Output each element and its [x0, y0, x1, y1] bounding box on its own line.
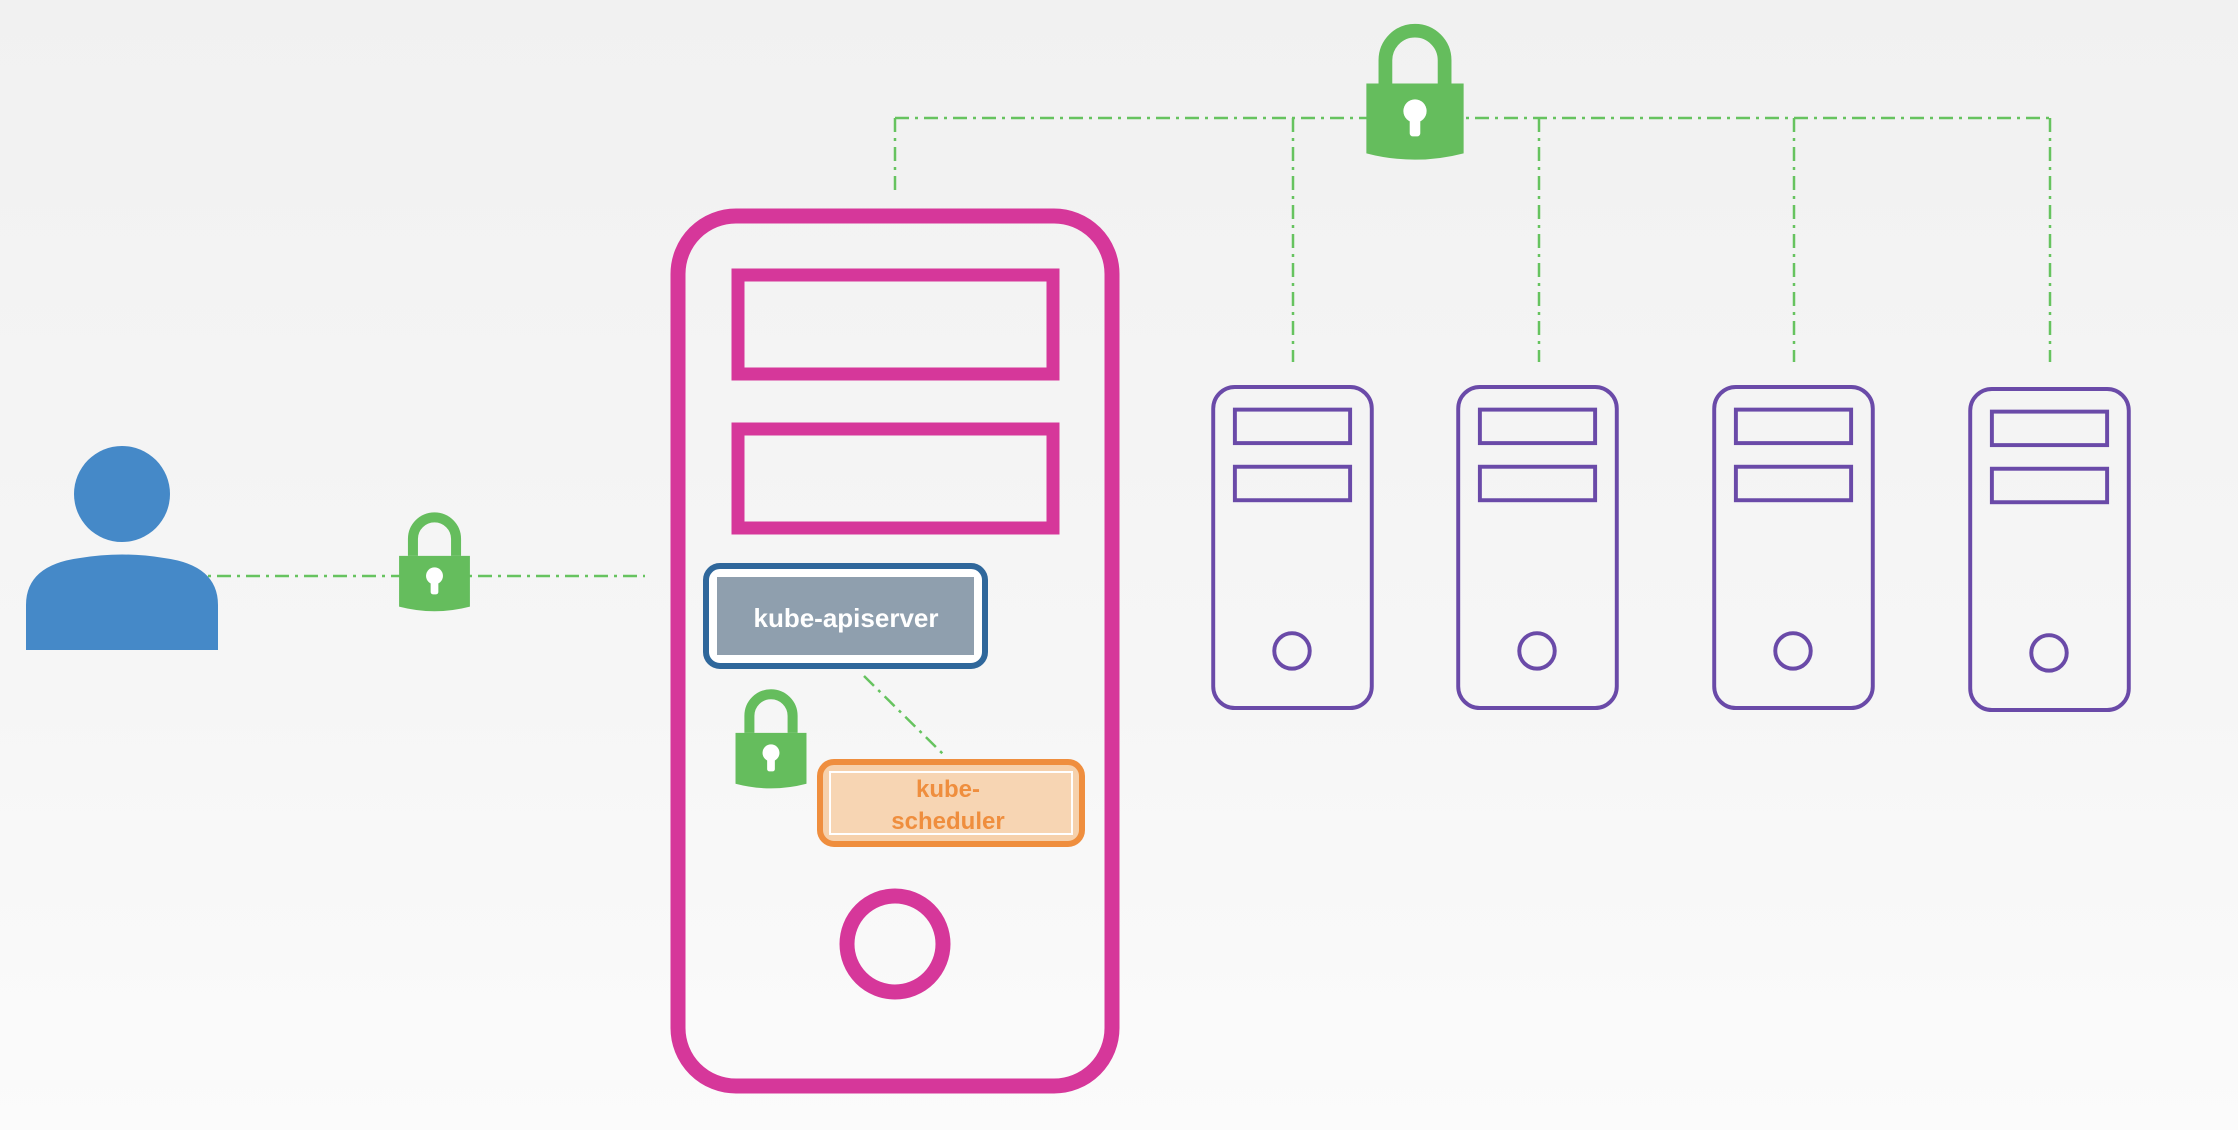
- master-power-button: [839, 888, 951, 1000]
- padlock-icon: [1366, 31, 1463, 160]
- master-drive-bay-2: [731, 422, 1060, 535]
- master-node-server-icon: [670, 208, 1120, 1094]
- kube-apiserver-box: kube-apiserver: [703, 563, 988, 669]
- kube-scheduler-label-line2: scheduler: [891, 808, 1004, 835]
- worker-node-4-server-icon: [1968, 386, 2131, 713]
- kube-scheduler-label-line1: kube-: [916, 776, 980, 803]
- connectors: [188, 116, 2052, 757]
- worker-node-1-server-icon: [1211, 384, 1374, 711]
- worker-node-3-server-icon: [1712, 384, 1875, 711]
- kube-apiserver-label: kube-apiserver: [754, 603, 939, 633]
- master-drive-bay-1: [731, 268, 1060, 381]
- kube-scheduler-box: kube- scheduler: [817, 759, 1085, 847]
- worker-node-2-server-icon: [1456, 384, 1619, 711]
- padlock-icon: [736, 694, 807, 788]
- master-node-frame: [670, 208, 1120, 1094]
- padlock-icon: [399, 517, 470, 611]
- apiserver-to-scheduler-line: [863, 675, 946, 757]
- user-icon: [26, 446, 218, 650]
